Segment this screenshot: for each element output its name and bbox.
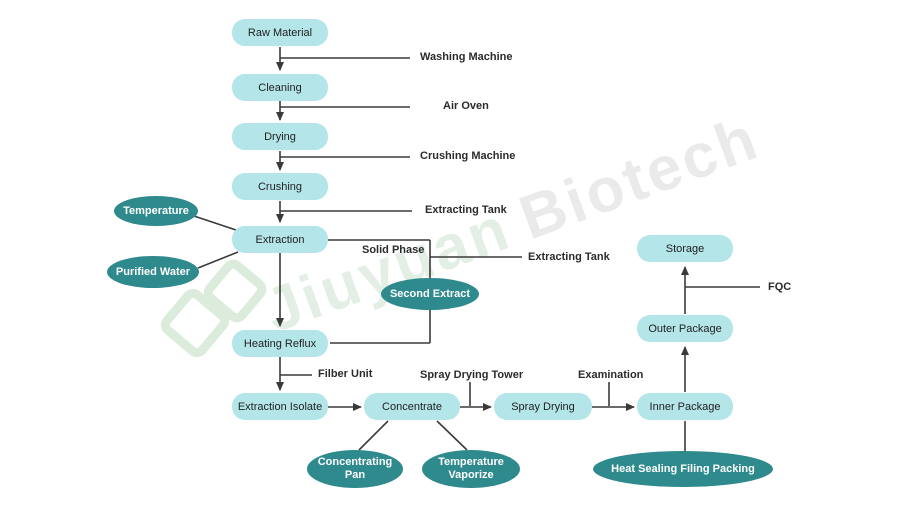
connector-line (197, 251, 239, 269)
label-fqc: FQC (768, 281, 792, 293)
label-extracting-tank-2: Extracting Tank (528, 251, 610, 263)
label-air-oven: Air Oven (443, 100, 489, 112)
node-concentrate: Concentrate (364, 393, 460, 420)
node-heating-reflux: Heating Reflux (232, 330, 328, 357)
label-solid-phase: Solid Phase (362, 244, 425, 256)
label-extracting-tank-1: Extracting Tank (425, 204, 507, 216)
label-filber-unit: Filber Unit (318, 368, 373, 380)
label-examination: Examination (578, 369, 644, 381)
oval-temperature: Temperature (114, 196, 198, 226)
logo-watermark-icon (160, 259, 267, 358)
node-storage: Storage (637, 235, 733, 262)
node-raw-material: Raw Material (232, 19, 328, 46)
connector-line (193, 215, 237, 231)
node-crushing: Crushing (232, 173, 328, 200)
node-drying: Drying (232, 123, 328, 150)
label-crushing-machine: Crushing Machine (420, 150, 516, 162)
node-cleaning: Cleaning (232, 74, 328, 101)
oval-second-extract: Second Extract (381, 278, 479, 310)
label-washing-machine: Washing Machine (420, 51, 513, 63)
node-spray-drying: Spray Drying (494, 393, 592, 420)
node-extraction-isolate: Extraction Isolate (232, 393, 328, 420)
node-extraction: Extraction (232, 226, 328, 253)
connector-line (358, 420, 389, 451)
oval-concentrating-pan: Concentrating Pan (307, 450, 403, 488)
oval-purified-water: Purified Water (107, 256, 199, 288)
node-inner-package: Inner Package (637, 393, 733, 420)
label-spray-drying-tower: Spray Drying Tower (420, 369, 524, 381)
connector-line (436, 420, 468, 451)
oval-heat-sealing: Heat Sealing Filing Packing (593, 451, 773, 487)
oval-temperature-vaporize: Temperature Vaporize (422, 450, 520, 488)
node-outer-package: Outer Package (637, 315, 733, 342)
